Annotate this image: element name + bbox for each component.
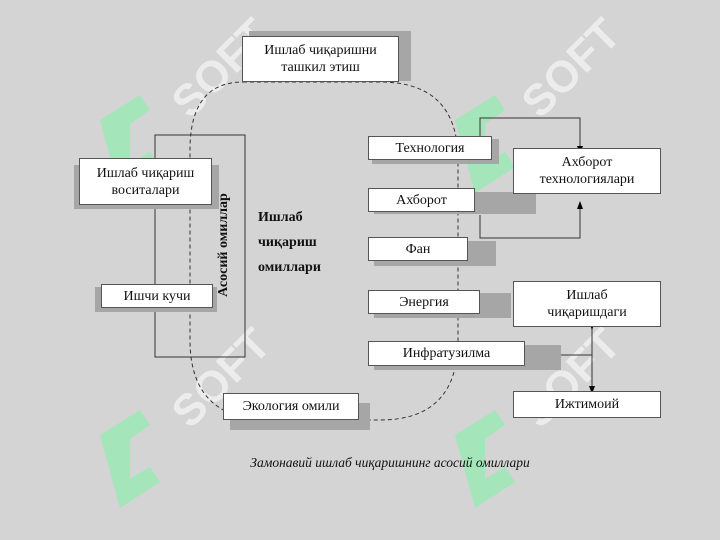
information-technologies-box: Ахборот технологиялари	[513, 148, 661, 194]
diagram-caption: Замонавий ишлаб чиқаришнинг асосий омилл…	[250, 455, 530, 470]
production-relations-box: Ишлаб чиқаришдаги	[513, 281, 661, 327]
tech-arrow	[479, 117, 583, 154]
center-label-line-3: омиллари	[258, 260, 321, 275]
science-box: Фан	[368, 237, 468, 261]
watermark-logo-3	[100, 410, 160, 508]
infrastructure-box: Инфратузилма	[368, 341, 525, 366]
center-label-line-1: Ишлаб	[258, 210, 303, 225]
information-box: Ахборот	[368, 188, 475, 212]
ecology-factor-box: Экология омили	[223, 393, 359, 420]
social-box: Ижтимоий	[513, 391, 661, 418]
center-label-line-2: чиқариш	[258, 235, 317, 250]
means-of-production-box: Ишлаб чиқариш воситалари	[79, 158, 212, 205]
technology-box: Технология	[368, 136, 492, 160]
main-factors-label: Асосий омиллар	[216, 193, 231, 297]
energy-box: Энергия	[368, 290, 480, 314]
production-factors-label: Ишлаб чиқариш омиллари	[258, 205, 358, 280]
main-factors-bracket	[154, 134, 246, 358]
production-organization-box: Ишлаб чиқаришни ташкил этиш	[242, 36, 399, 82]
info-arrow	[479, 201, 583, 239]
dashed-loop	[189, 81, 459, 421]
labor-force-box: Ишчи кучи	[101, 284, 213, 308]
watermark-logo-4	[455, 410, 515, 508]
